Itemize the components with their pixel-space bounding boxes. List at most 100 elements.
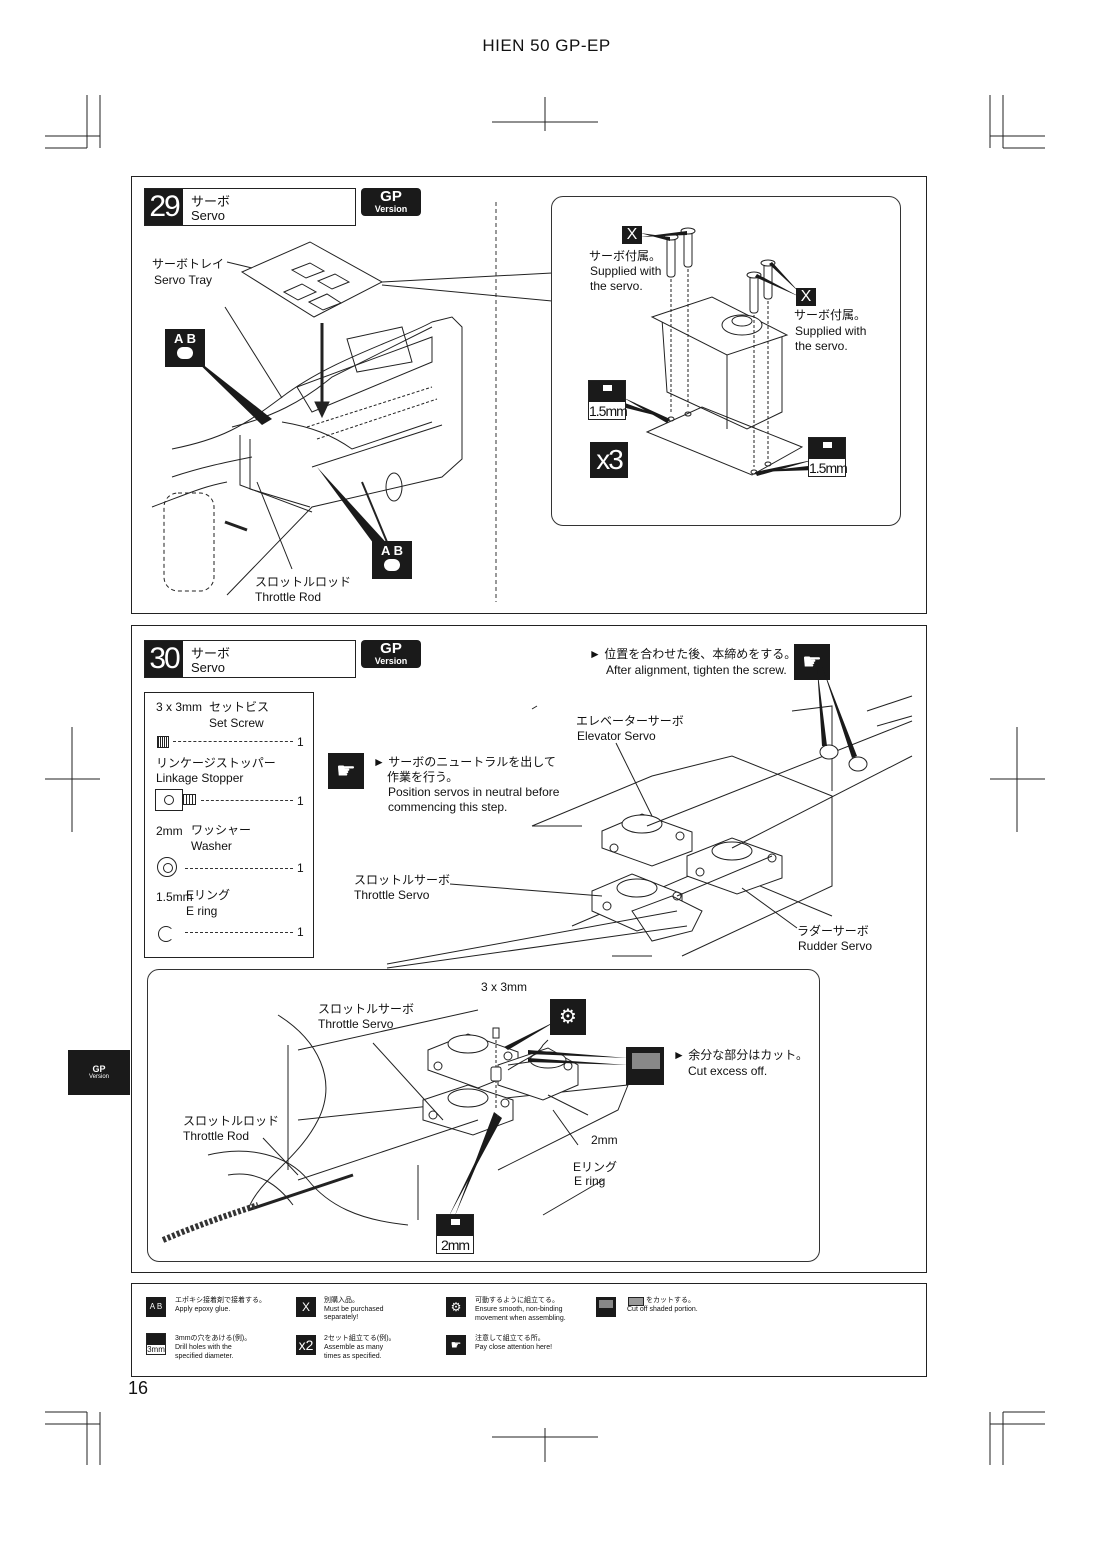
part-size: 3 x 3mm — [156, 700, 203, 714]
page-number: 16 — [128, 1378, 149, 1398]
attention-hand-icon: ☛ — [446, 1335, 466, 1355]
legend-text-en: Drill holes with the — [175, 1344, 232, 1351]
supplied-with-servo-en: Supplied with — [795, 324, 867, 338]
step-title-jp: サーボ — [191, 646, 231, 661]
dotted-leader — [185, 868, 293, 869]
part-size: 2mm — [156, 824, 183, 838]
part-qty: 1 — [297, 794, 304, 808]
gp-version-badge: GP Version — [361, 188, 421, 216]
throttle-servo-label-en: Throttle Servo — [354, 888, 430, 902]
supplied-with-servo-en: the servo. — [795, 339, 848, 353]
part-name-jp: セットビス — [209, 700, 270, 714]
step-number: 30 — [145, 641, 183, 677]
repeat-x2-icon: x2 — [296, 1335, 316, 1355]
step-29-panel: 29 サーボ Servo GP Version — [131, 176, 927, 614]
legend-text-jp: 別購入品。 — [324, 1297, 359, 1304]
part-name-en: E ring — [186, 904, 218, 918]
throttle-linkage-detail-inset: 3 x 3mm スロットルサーボ Throttle Servo スロットルロッド… — [147, 969, 820, 1262]
part-name-en: Set Screw — [209, 716, 264, 730]
gp-version-badge: GP Version — [361, 640, 421, 668]
part-name-jp: ワッシャー — [191, 823, 252, 837]
throttle-rod-label-jp: スロットルロッド — [183, 1114, 280, 1128]
washer-size-label: 2mm — [591, 1133, 618, 1147]
shaded-portion-swatch — [628, 1297, 644, 1306]
icon-legend: A B エポキシ接着剤で接着する。 Apply epoxy glue. 3mm … — [131, 1283, 927, 1377]
step-30-panel: 30 サーボ Servo GP Version 3 x 3mm セットビス Se… — [131, 625, 927, 1273]
elevator-servo-label-en: Elevator Servo — [577, 729, 656, 743]
legend-text-jp: 注意して組立てる所。 — [475, 1335, 545, 1342]
legend-text-en: separately! — [324, 1314, 359, 1321]
throttle-linkage-illustration — [161, 1009, 629, 1243]
part-name-en: Linkage Stopper — [156, 771, 244, 785]
legend-text-en: Assemble as many — [324, 1344, 384, 1351]
servo-mount-detail-inset: X X サーボ付属。 Supplied with the servo. サーボ付… — [551, 196, 901, 526]
purchase-separately-icon: X — [796, 288, 816, 306]
epoxy-glue-icon: A B — [372, 541, 412, 579]
fuselage-servo-tray-illustration — [151, 202, 553, 602]
linkage-stopper-screw-icon — [182, 794, 196, 805]
epoxy-glue-icon: A B — [146, 1297, 166, 1317]
drill-hole-icon: 1.5mm — [808, 437, 848, 477]
smooth-movement-icon: ⚙ — [550, 999, 586, 1035]
elevator-servo-label-jp: エレベーターサーボ — [576, 714, 684, 728]
page-header-title: HIEN 50 GP-EP — [482, 36, 611, 55]
repeat-x3-icon: x3 — [590, 442, 628, 478]
purchase-separately-icon: X — [622, 226, 642, 244]
legend-text-en: movement when assembling. — [475, 1315, 566, 1322]
legend-text-en: Ensure smooth, non-binding — [475, 1306, 563, 1313]
legend-text-jp: をカットする。 — [646, 1297, 695, 1304]
legend-text-jp: 3mmの穴をあける(例)。 — [175, 1335, 252, 1342]
legend-text-en: specified diameter. — [175, 1353, 234, 1360]
step-title-jp: サーボ — [191, 194, 231, 209]
dotted-leader — [173, 741, 293, 742]
step-title-en: Servo — [191, 208, 225, 223]
throttle-servo-label-en: Throttle Servo — [318, 1017, 394, 1031]
step-title-en: Servo — [191, 660, 225, 675]
throttle-rod-label-en: Throttle Rod — [255, 590, 322, 604]
e-ring-label-en: E ring — [574, 1174, 606, 1188]
cut-off-icon — [626, 1047, 664, 1085]
dotted-leader — [185, 932, 293, 933]
legend-text-en: Cut off shaded portion. — [627, 1306, 698, 1313]
step-29-header: 29 サーボ Servo — [144, 188, 356, 226]
dotted-leader — [201, 800, 293, 801]
supplied-with-servo-en: the servo. — [590, 279, 643, 293]
legend-text-en: times as specified. — [324, 1353, 382, 1360]
tighten-note-en: After alignment, tighten the screw. — [606, 663, 787, 677]
drill-hole-icon: 3mm — [146, 1333, 166, 1355]
epoxy-glue-icon: A B — [165, 329, 205, 367]
set-screw-icon — [157, 736, 169, 748]
throttle-rod-label-en: Throttle Rod — [183, 1129, 250, 1143]
drill-hole-icon: 1.5mm — [588, 380, 628, 420]
e-ring-label-jp: Eリング — [573, 1160, 618, 1174]
throttle-rod-label-jp: スロットルロッド — [255, 575, 352, 589]
part-qty: 1 — [297, 925, 304, 939]
cut-excess-note-en: Cut excess off. — [688, 1064, 768, 1078]
neutral-note-jp: 作業を行う。 — [387, 770, 459, 784]
throttle-servo-label-jp: スロットルサーボ — [318, 1002, 415, 1016]
attention-hand-icon: ☛ — [328, 753, 364, 789]
servo-screw-illustration — [622, 227, 817, 476]
parts-list: 3 x 3mm セットビス Set Screw 1 リンケージストッパー Lin… — [144, 692, 314, 958]
set-screw-size-label: 3 x 3mm — [481, 980, 528, 994]
neutral-note-en: Position servos in neutral before — [388, 785, 560, 799]
gp-version-side-tab: GP Version — [68, 1050, 130, 1095]
neutral-note-en: commencing this step. — [388, 800, 508, 814]
part-name-en: Washer — [191, 839, 232, 853]
neutral-note-jp: ► サーボのニュートラルを出して — [373, 755, 556, 769]
part-qty: 1 — [297, 735, 304, 749]
part-name-jp: リンケージストッパー — [156, 756, 276, 770]
step-30-header: 30 サーボ Servo — [144, 640, 356, 678]
smooth-movement-icon: ⚙ — [446, 1297, 466, 1317]
supplied-with-servo-jp: サーボ付属。 — [794, 308, 867, 322]
legend-text-en: Apply epoxy glue. — [175, 1306, 231, 1313]
e-ring-icon — [158, 926, 174, 942]
step-number: 29 — [145, 189, 183, 225]
supplied-with-servo-jp: サーボ付属。 — [589, 249, 662, 263]
rudder-servo-label-jp: ラダーサーボ — [797, 924, 869, 938]
washer-icon — [157, 857, 177, 877]
rudder-servo-label-en: Rudder Servo — [798, 939, 873, 953]
servo-tray-label-jp: サーボトレイ — [152, 257, 225, 271]
cut-off-icon — [596, 1297, 616, 1317]
